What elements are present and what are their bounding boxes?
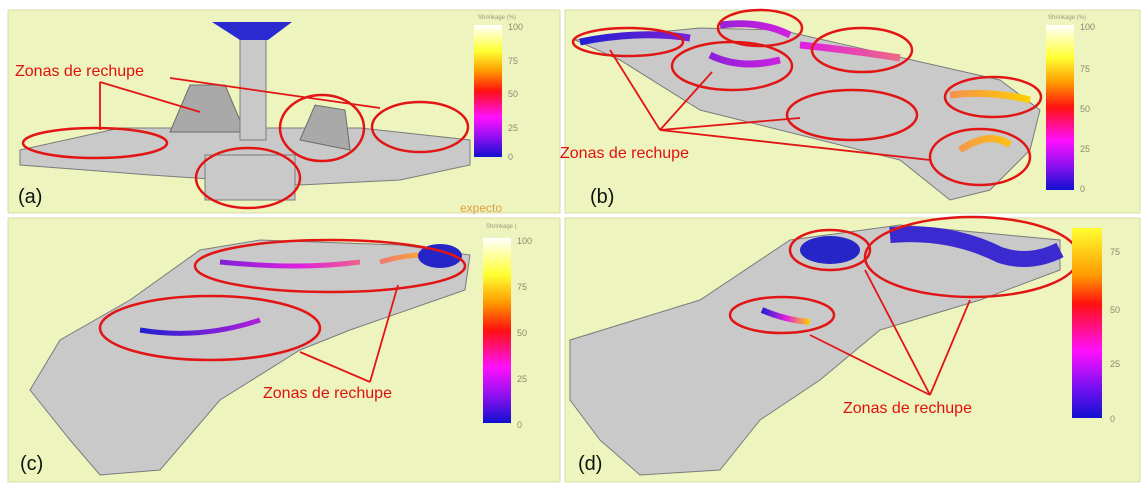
svg-text:25: 25 — [1110, 359, 1120, 369]
svg-text:100: 100 — [1080, 22, 1095, 32]
svg-text:0: 0 — [1110, 414, 1115, 424]
colorbar-b — [1046, 25, 1074, 190]
svg-text:50: 50 — [1110, 305, 1120, 315]
svg-text:25: 25 — [1080, 144, 1090, 154]
annotation-b: Zonas de rechupe — [560, 145, 689, 162]
panel-b: Zonas de rechupe (b) Shrinkage (%) 100 7… — [560, 8, 1141, 214]
svg-text:0: 0 — [1080, 184, 1085, 194]
annotation-d: Zonas de rechupe — [843, 400, 972, 417]
colorbar-ticks-c: 100 75 50 25 0 — [517, 236, 532, 430]
svg-text:50: 50 — [517, 328, 527, 338]
panel-label-d: (d) — [578, 453, 602, 475]
svg-text:75: 75 — [1110, 247, 1120, 257]
svg-text:75: 75 — [508, 56, 518, 66]
svg-text:0: 0 — [508, 152, 513, 162]
colorbar-ticks-b: 100 75 50 25 0 — [1080, 22, 1095, 194]
svg-text:75: 75 — [517, 282, 527, 292]
colorbar-d — [1072, 228, 1102, 418]
panel-label-c: (c) — [20, 453, 43, 475]
panel-c: Zonas de rechupe (c) Shrinkage ( 100 75 … — [7, 217, 561, 483]
sprue-cup — [212, 22, 292, 40]
svg-text:100: 100 — [517, 236, 532, 246]
panel-d: Zonas de rechupe (d) 75 50 25 0 — [564, 215, 1141, 483]
colorbar-title-b: Shrinkage (%) — [1048, 15, 1086, 21]
svg-text:0: 0 — [517, 420, 522, 430]
colorbar-a — [474, 25, 502, 157]
colorbar-title-c: Shrinkage ( — [486, 224, 517, 230]
panel-a: Zonas de rechupe (a) expecto Shrinkage (… — [7, 9, 561, 215]
svg-text:25: 25 — [508, 123, 518, 133]
svg-text:50: 50 — [1080, 104, 1090, 114]
watermark: expecto — [460, 201, 502, 215]
panel-label-a: (a) — [18, 186, 42, 208]
colorbar-c — [483, 238, 511, 423]
svg-text:25: 25 — [517, 374, 527, 384]
svg-text:100: 100 — [508, 22, 523, 32]
svg-text:75: 75 — [1080, 64, 1090, 74]
colorbar-ticks-a: 100 75 50 25 0 — [508, 22, 523, 162]
casting-d — [569, 224, 1061, 476]
colorbar-ticks-d: 75 50 25 0 — [1110, 247, 1120, 424]
colorbar-title-a: Shrinkage (%) — [478, 15, 516, 21]
annotation-a: Zonas de rechupe — [15, 63, 144, 80]
panel-label-b: (b) — [590, 186, 614, 208]
svg-text:50: 50 — [508, 89, 518, 99]
annotation-c: Zonas de rechupe — [263, 385, 392, 402]
